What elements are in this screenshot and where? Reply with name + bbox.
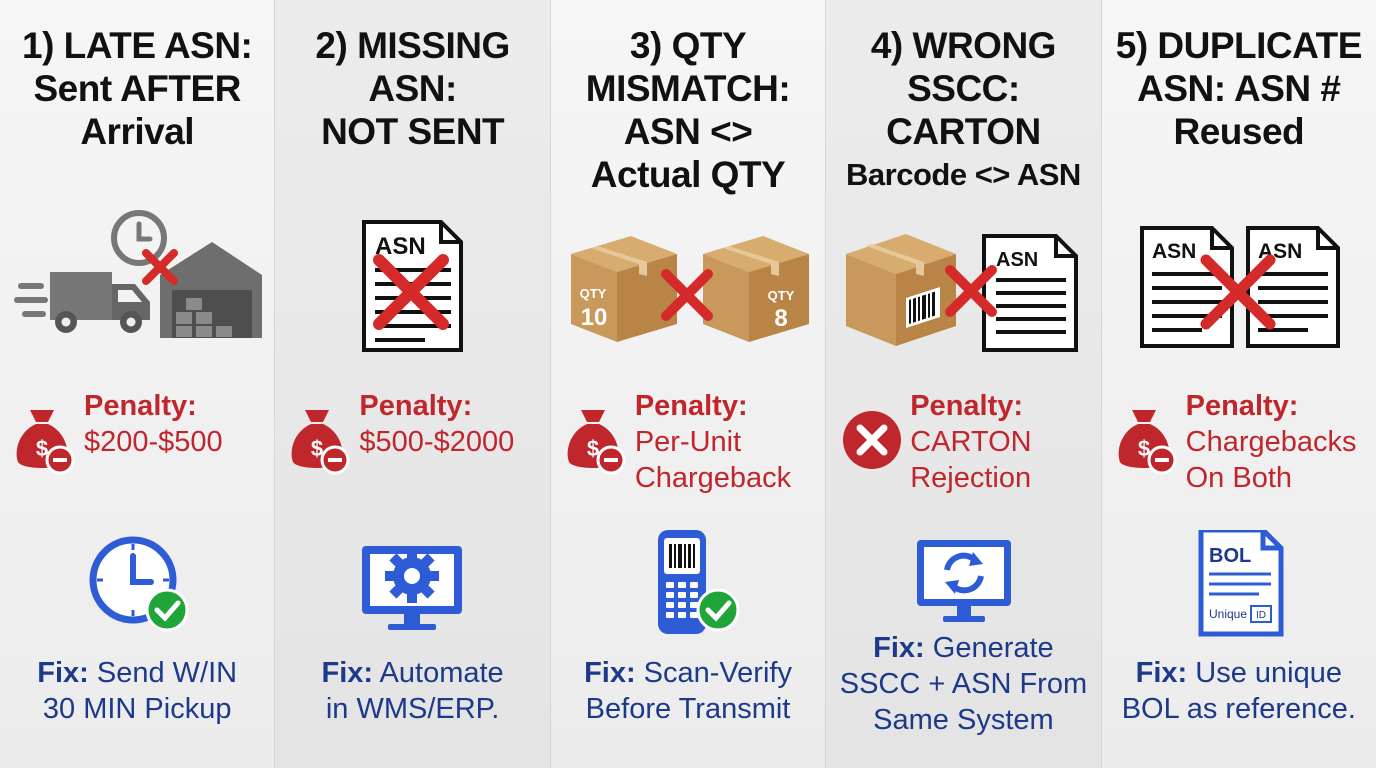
penalty-text: Penalty: Per-Unit Chargeback: [635, 388, 791, 496]
asn-document-crossed-icon: ASN: [362, 220, 464, 352]
money-bag-minus-icon: $: [567, 410, 626, 475]
column-qty-mismatch: 3) QTY MISMATCH: ASN <> Actual QTY QTY 1…: [550, 0, 827, 768]
fix-line: Before Transmit: [585, 693, 791, 725]
fix-text: Fix: Scan-Verify Before Transmit: [551, 655, 825, 727]
title-line: Actual QTY: [590, 154, 786, 195]
title-line: Reused: [1173, 111, 1305, 152]
fix-text: Fix: Automate in WMS/ERP.: [275, 655, 549, 727]
title-line: Arrival: [80, 111, 195, 152]
fix-label: Fix:: [37, 657, 89, 689]
clock-check-icon: [89, 536, 189, 632]
box-qty-label: QTY: [767, 288, 794, 303]
fix-line: Automate: [373, 657, 504, 689]
fix-line: Same System: [873, 704, 1054, 736]
handheld-scanner-check-icon: [657, 530, 740, 634]
title-line: SSCC:: [907, 68, 1020, 109]
column-title: 1) LATE ASN: Sent AFTER Arrival: [0, 24, 274, 153]
money-bag-minus-icon: $: [1118, 410, 1177, 475]
svg-text:$: $: [311, 436, 323, 461]
title-line: NOT SENT: [321, 111, 505, 152]
penalty-label: Penalty:: [910, 390, 1024, 422]
title-line: 5) DUPLICATE: [1115, 25, 1363, 66]
title-line: CARTON: [886, 111, 1041, 152]
title-line: Sent AFTER: [33, 68, 241, 109]
carton-barcode-asn-icon: ASN: [846, 234, 1079, 352]
column-missing-asn: 2) MISSING ASN: NOT SENT ASN $ Penalty: …: [275, 0, 551, 768]
penalty-label: Penalty:: [84, 390, 197, 422]
fix-line: Generate: [924, 632, 1054, 664]
fix-line: Scan-Verify: [635, 657, 792, 689]
monitor-sync-icon: [917, 540, 1012, 622]
fix-line: 30 MIN Pickup: [42, 693, 232, 725]
column-title: 2) MISSING ASN: NOT SENT: [275, 24, 549, 153]
penalty-text: Penalty: CARTON Rejection: [910, 388, 1031, 496]
monitor-gear-icon: [362, 546, 463, 630]
money-bag-minus-icon: $: [16, 410, 75, 475]
penalty-value: Chargeback: [634, 462, 792, 494]
svg-text:$: $: [36, 436, 48, 461]
fix-label: Fix:: [873, 632, 925, 664]
box-qty-label: QTY: [579, 286, 606, 301]
fix-label: Fix:: [321, 657, 374, 689]
title-line: 4) WRONG: [870, 25, 1057, 66]
penalty-value: Rejection: [910, 462, 1032, 494]
title-line: ASN <>: [623, 111, 753, 152]
money-bag-minus-icon: $: [291, 410, 350, 475]
penalty-label: Penalty:: [634, 390, 748, 422]
title-line: 1) LATE ASN:: [22, 25, 253, 66]
late-truck-warehouse-icon: [14, 210, 262, 338]
penalty-value: CARTON: [910, 426, 1032, 458]
title-line: ASN: ASN #: [1137, 68, 1341, 109]
fix-line: Send W/IN: [88, 657, 238, 689]
fix-text: Fix: Generate SSCC + ASN From Same Syste…: [826, 630, 1100, 738]
bol-id-label: ID: [1256, 610, 1266, 621]
column-title: 4) WRONG SSCC: CARTON Barcode <> ASN: [826, 24, 1100, 196]
column-late-asn: 1) LATE ASN: Sent AFTER Arrival: [0, 0, 276, 768]
bol-unique-label: Unique: [1209, 607, 1247, 621]
penalty-value: Per-Unit: [634, 426, 742, 458]
fix-label: Fix:: [584, 657, 636, 689]
svg-text:$: $: [1138, 436, 1150, 461]
fix-line: BOL as reference.: [1121, 693, 1356, 725]
column-wrong-sscc: 4) WRONG SSCC: CARTON Barcode <> ASN ASN: [826, 0, 1102, 768]
duplicate-asn-icon: ASN ASN: [1139, 226, 1340, 348]
fix-label: Fix:: [1135, 657, 1188, 689]
fix-line: SSCC + ASN From: [839, 668, 1088, 700]
fix-text: Fix: Send W/IN 30 MIN Pickup: [0, 655, 274, 727]
title-line: ASN:: [368, 68, 457, 109]
title-line: 2) MISSING: [315, 25, 510, 66]
svg-text:$: $: [587, 436, 599, 461]
fix-text: Fix: Use unique BOL as reference.: [1102, 655, 1376, 727]
column-duplicate-asn: 5) DUPLICATE ASN: ASN # Reused ASN ASN: [1101, 0, 1376, 768]
bol-document-icon: BOL Unique ID: [1198, 530, 1284, 637]
penalty-label: Penalty:: [359, 390, 473, 422]
penalty-text: Penalty: $500-$2000: [359, 388, 514, 460]
rejection-x-icon: [843, 411, 902, 469]
penalty-value: $200-$500: [84, 426, 223, 458]
penalty-value: Chargebacks: [1185, 426, 1357, 458]
column-title: 3) QTY MISMATCH: ASN <> Actual QTY: [551, 24, 825, 196]
fix-line: in WMS/ERP.: [325, 693, 500, 725]
fix-line: Use unique: [1187, 657, 1342, 689]
title-line: MISMATCH:: [585, 68, 791, 109]
document-label: ASN: [996, 249, 1038, 271]
column-title: 5) DUPLICATE ASN: ASN # Reused: [1102, 24, 1376, 153]
penalty-value: On Both: [1185, 462, 1293, 494]
qty-boxes-icon: QTY 10 QTY 8: [570, 236, 809, 342]
document-label: ASN: [1152, 240, 1196, 263]
document-label: ASN: [375, 233, 426, 260]
bol-title: BOL: [1209, 545, 1251, 567]
box-qty-value: 8: [774, 305, 787, 332]
title-line: Barcode <> ASN: [846, 157, 1081, 192]
title-line: 3) QTY: [629, 25, 747, 66]
penalty-text: Penalty: Chargebacks On Both: [1186, 388, 1357, 496]
box-qty-value: 10: [580, 304, 607, 331]
penalty-text: Penalty: $200-$500: [84, 388, 223, 460]
penalty-value: $500-$2000: [359, 426, 515, 458]
penalty-label: Penalty:: [1185, 390, 1299, 422]
